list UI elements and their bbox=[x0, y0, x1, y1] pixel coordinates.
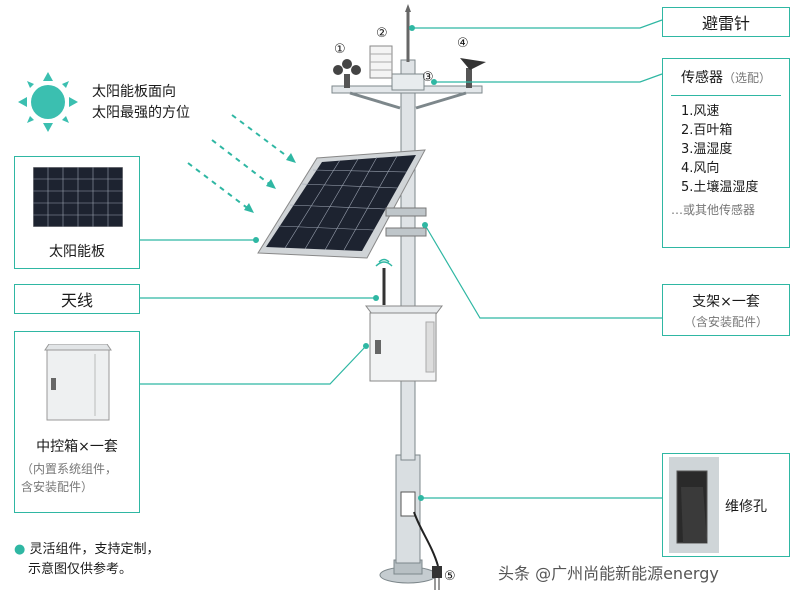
sensors-panel: 传感器（选配） 1.风速 2.百叶箱 3.温湿度 4.风向 5.土壤温湿度 …或… bbox=[662, 58, 790, 248]
sensor-item: 1.风速 bbox=[681, 104, 720, 119]
bracket-note: （含安装配件） bbox=[683, 315, 768, 329]
sun-direction-text: 太阳能板面向 太阳最强的方位 bbox=[92, 82, 190, 124]
sensor-list: 1.风速 2.百叶箱 3.温湿度 4.风向 5.土壤温湿度 bbox=[671, 102, 781, 197]
sun-icon bbox=[18, 72, 78, 132]
marker-4: ④ bbox=[457, 36, 469, 51]
marker-1: ① bbox=[334, 42, 346, 57]
marker-5: ⑤ bbox=[444, 569, 456, 584]
sensors-more: …或其他传感器 bbox=[671, 203, 756, 217]
sensors-divider bbox=[671, 95, 781, 96]
louver-box bbox=[369, 45, 393, 79]
lightning-rod-text: 避雷针 bbox=[701, 14, 750, 33]
control-box-note: （内置系统组件， 含安装配件） bbox=[21, 460, 117, 496]
marker-2: ② bbox=[376, 26, 388, 41]
sensors-title-note: （选配） bbox=[722, 71, 771, 85]
antenna-text: 天线 bbox=[60, 291, 93, 310]
control-box-icon bbox=[44, 344, 112, 421]
footnote: ● 灵活组件，支持定制， 示意图仅供参考。 bbox=[14, 540, 160, 580]
sun-ray-arrows bbox=[187, 114, 293, 211]
control-box-title: 中控箱×一套 bbox=[36, 439, 118, 455]
sun-text-line-2: 太阳最强的方位 bbox=[92, 105, 190, 121]
control-box-illustration bbox=[365, 305, 443, 382]
sensor-item: 3.温湿度 bbox=[681, 142, 733, 157]
sensor-item: 4.风向 bbox=[681, 161, 720, 176]
control-box-note-line-2: 含安装配件） bbox=[21, 480, 94, 494]
sensor-item: 5.土壤温湿度 bbox=[681, 180, 759, 195]
sensors-title-row: 传感器（选配） bbox=[671, 67, 781, 87]
maintenance-hole-label: 维修孔 bbox=[725, 499, 767, 515]
solar-panel-label: 太阳能板 bbox=[49, 244, 105, 260]
solar-panel-illustration bbox=[257, 149, 426, 259]
sensor-item: 2.百叶箱 bbox=[681, 123, 733, 138]
marker-3: ③ bbox=[422, 70, 434, 85]
footnote-line-2: 示意图仅供参考。 bbox=[28, 562, 133, 577]
sensors-title: 传感器 bbox=[680, 70, 723, 86]
watermark: 头条 @广州尚能新能源energy bbox=[498, 564, 719, 583]
maintenance-hole-icon bbox=[669, 457, 719, 553]
maintenance-hole-card: 维修孔 bbox=[662, 453, 790, 557]
bracket-title: 支架×一套 bbox=[692, 294, 760, 310]
bullet-dot-icon: ● bbox=[14, 542, 26, 557]
wind-direction-sensor bbox=[460, 58, 486, 88]
antenna-label: 天线 bbox=[14, 284, 140, 314]
footnote-line-1: 灵活组件，支持定制， bbox=[29, 542, 160, 557]
wind-speed-sensor bbox=[333, 59, 361, 88]
solar-panel-icon bbox=[33, 167, 123, 227]
solar-panel-card: 太阳能板 bbox=[14, 156, 140, 269]
lightning-rod-label: 避雷针 bbox=[662, 7, 790, 37]
control-box-note-line-1: （内置系统组件， bbox=[21, 462, 118, 476]
bracket-label: 支架×一套 （含安装配件） bbox=[662, 284, 790, 336]
control-box-card: 中控箱×一套 （内置系统组件， 含安装配件） bbox=[14, 331, 140, 513]
sun-text-line-1: 太阳能板面向 bbox=[92, 84, 176, 100]
